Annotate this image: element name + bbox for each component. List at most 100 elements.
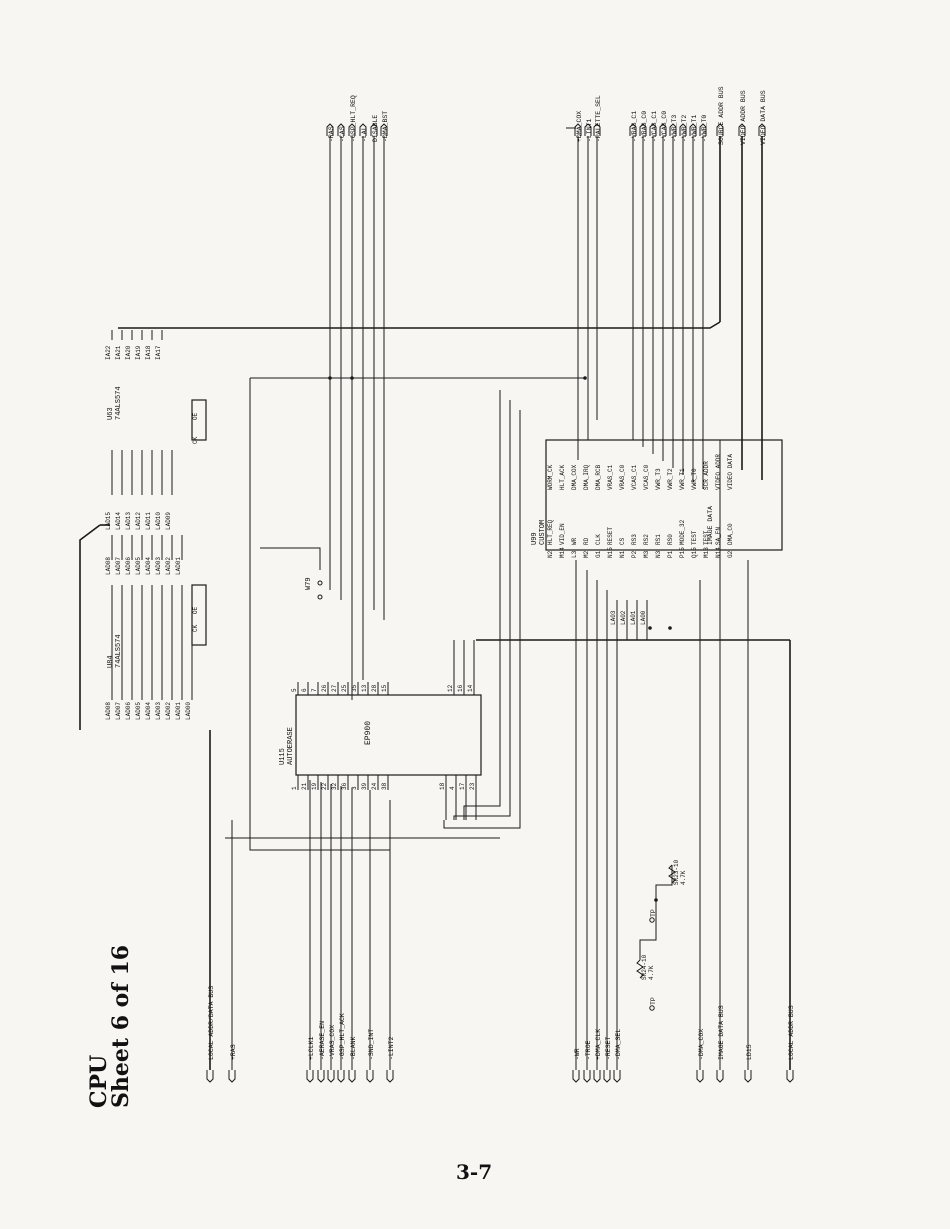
u63-input-label: LAD10 [155,512,162,530]
u84-input-label: LAD04 [145,702,152,720]
bus-connector-flag [738,123,746,136]
resistor-ref: SR24-10 [641,954,648,980]
top-signal-label: -LINT1 [586,118,593,142]
u115-pin: 12 [447,684,454,692]
wire [453,400,511,820]
top-connector-flag [380,123,388,136]
bottom-connector-flag [317,1070,325,1083]
u99-pin-label: VCAS_C1 [631,464,638,490]
top-connector-flag [639,123,647,136]
u115-pin: 39 [361,782,368,790]
u99-pin-label: VIDEO DATA [727,454,734,490]
bottom-connector-flag [327,1070,335,1083]
top-connector-flag [348,123,356,136]
top-signal-label: -PALETTE_SEL [595,95,602,142]
bottom-signal-label: -AERASE_EN [319,1021,326,1060]
bottom-signal-label: -GSP_HLT_ACK [339,1013,346,1060]
resistor-ref: SR23-10 [673,859,680,885]
u99-pin-number: P2 [631,550,638,558]
u84-input-label: LAD06 [125,702,132,720]
bottom-connector-flag [386,1070,394,1083]
bottom-signal-label: +DMA_CLK [595,1029,602,1060]
junction-dot [668,626,672,630]
bottom-connector-flag [593,1070,601,1083]
bottom-connector-flag [603,1070,611,1083]
top-signal-label: -VRAS_C1 [631,111,638,142]
bottom-signal-label: -VRAS_COX [329,1025,336,1060]
u99-pin-number: P15 [679,547,686,558]
junction-dot [654,898,658,902]
top-signal-label: -VWR_T3 [671,115,678,142]
u115-ref: U115 [279,748,287,765]
u63-input-label: LAD11 [145,512,152,530]
u84-output-label: LAD01 [175,557,182,575]
u115-pin: 17 [459,782,466,790]
junction-dot [583,376,587,380]
test-point [649,1005,655,1011]
u84-input-label: LAD00 [185,702,192,720]
bottom-connector-flag [583,1070,591,1083]
u63-output-label: IA17 [155,345,162,360]
u84-output-label: LAD06 [125,557,132,575]
u115-pin: 7 [311,688,318,692]
u99-pin-number: G1 [595,550,602,558]
wire [655,865,673,900]
u115-pin: 28 [371,684,378,692]
u84-input-label: LAD01 [175,702,182,720]
wire [260,547,321,570]
u115-pin: 13 [361,684,368,692]
u84-output-label: LAD07 [115,557,122,575]
bus-label: SOURCE ADDR BUS [718,86,725,145]
bottom-connector-flag [306,1070,314,1083]
u84-ref: U84 [107,655,115,668]
u115-pin: 3 [351,786,358,790]
u99-pin-label: VWR_T3 [655,468,662,490]
u63-input-label: LAD14 [115,512,122,530]
u99-pin-number: M3 [643,550,650,558]
u63-output-label: IA18 [145,345,152,360]
u99-pin-label: VIDEO ADDR [715,454,722,490]
u99-pin-label: TEST [691,530,698,545]
top-connector-flag [679,123,687,136]
u115-pin: 15 [381,684,388,692]
u84-ctl-label: CK [192,624,199,632]
u99-pin-number: N15 [607,547,614,558]
u115-pin: 38 [381,782,388,790]
u63-ctl-label: CK [192,436,199,444]
u99-pin-label: VID_EN [559,523,566,545]
resistor-symbol [636,959,644,979]
bottom-connector-flag [366,1070,374,1083]
u99-chip [545,439,783,551]
u99-pin-label: DMA_RCB [595,464,602,490]
u99-pin-label: HLT_REQ [547,519,554,545]
top-connector-flag [659,123,667,136]
u63-input-label: LAD13 [125,512,132,530]
u99-image-label: IMAGE DATA [707,506,714,545]
u99-pin-label: SA_EN [715,527,722,545]
u115-part: EP900 [364,721,373,745]
sheet-subtitle: Sheet 6 of 16 [108,944,134,1108]
u99-pin-label: CS [619,537,626,545]
bus-wire [79,524,101,730]
top-signal-label: -VWR_T0 [701,115,708,142]
u99-pin-label: CLK [595,534,602,545]
u84-part: 74ALS574 [115,634,123,668]
u115-pin: 19 [311,782,318,790]
w79-pin [317,594,323,600]
w79-label: W79 [305,577,313,590]
u115-pin: 27 [331,684,338,692]
u63-input-label: LAD12 [135,512,142,530]
u115-pin: 1 [291,786,298,790]
u115-pin: 24 [371,782,378,790]
top-signal-label: -VRAS_C0 [641,111,648,142]
u99-name: CUSTOM [539,520,547,545]
u63-output-label: IA19 [135,345,142,360]
top-signal-label: DISABLE [372,115,379,142]
u99-pin-label: TEST [703,530,710,545]
bus-label: VIDEO ADDR BUS [740,90,747,145]
sheet-heading: CPU Sheet 6 of 16 [86,945,146,1118]
u99-pin-number: N14 [715,547,722,558]
u99-pin-number: P1 [667,550,674,558]
u115-name: AUTOERASE [287,727,295,765]
top-signal-label: -CAS [339,126,346,142]
